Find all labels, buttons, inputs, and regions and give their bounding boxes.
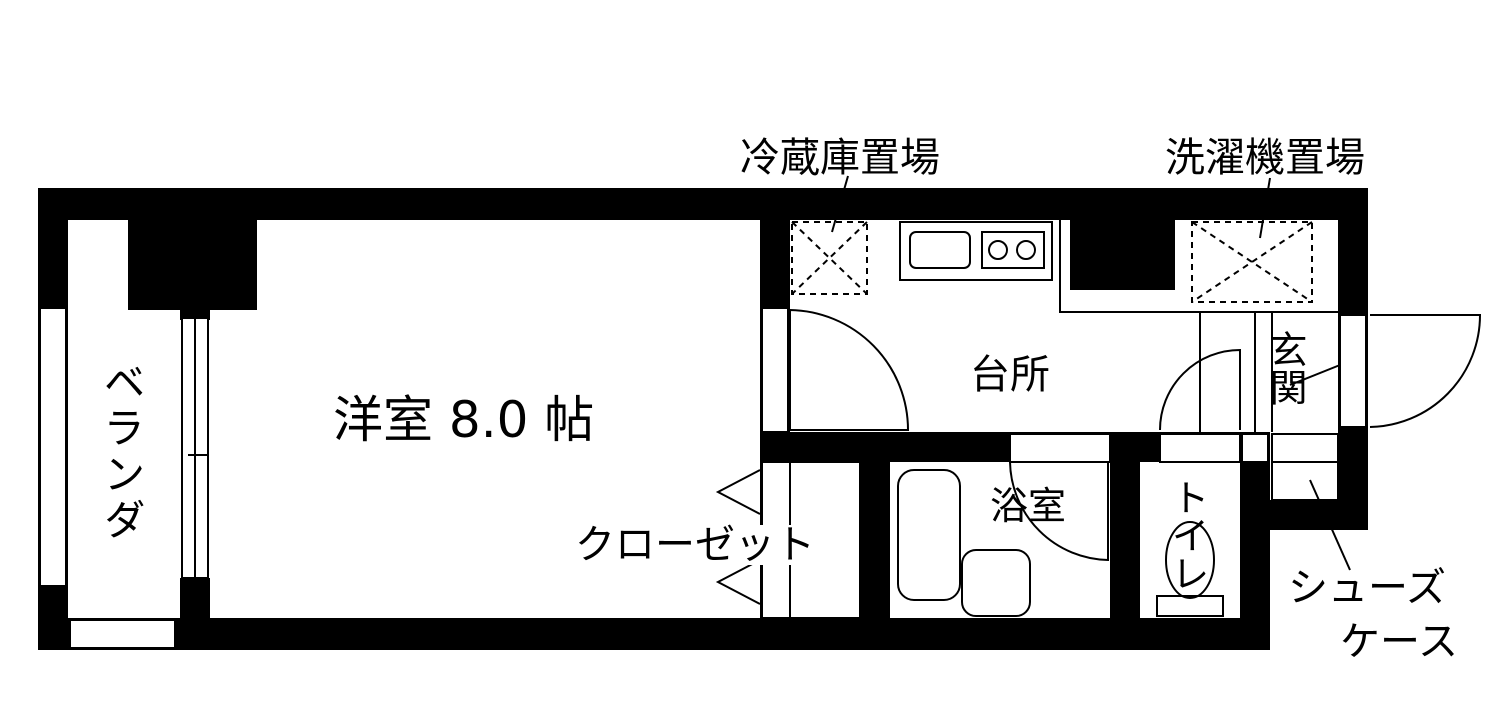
pillar-kitchen <box>1070 220 1175 290</box>
room-door-swing <box>789 309 910 431</box>
entrance-door-swing <box>1369 314 1482 428</box>
shoe-case-label-1: シューズ <box>1288 565 1446 611</box>
bathtub <box>897 469 961 601</box>
balcony-bottom-opening <box>69 619 176 649</box>
washer-space-label: 洗濯機置場 <box>1165 135 1365 181</box>
toilet-label: トイレ <box>1165 478 1209 592</box>
bathroom-label: 浴室 <box>990 484 1067 528</box>
western-room-label: 洋室 8.0 帖 <box>333 391 595 449</box>
stove <box>981 231 1045 269</box>
closet-label: クローゼット <box>575 522 815 568</box>
kitchen-label: 台所 <box>970 352 1050 398</box>
shoe-case-label-2: ケース <box>1340 619 1458 665</box>
fridge-space <box>791 221 868 295</box>
entrance-inner-door <box>1159 348 1241 431</box>
room-door-opening <box>761 307 789 433</box>
shoe-case <box>1271 461 1339 501</box>
bath-door-swing <box>1009 461 1109 562</box>
toilet-bowl <box>1165 521 1215 599</box>
fridge-space-label: 冷蔵庫置場 <box>740 135 940 181</box>
entrance-door-opening <box>1339 314 1367 428</box>
toilet-tank <box>1156 595 1224 617</box>
kitchen-counter <box>899 221 1053 281</box>
balcony-window <box>39 307 67 587</box>
washbasin <box>961 549 1031 617</box>
sink <box>909 231 971 269</box>
entrance-label: 玄関 <box>1263 330 1307 406</box>
washer-space <box>1191 221 1313 303</box>
balcony-label: ベランダ <box>97 360 146 544</box>
